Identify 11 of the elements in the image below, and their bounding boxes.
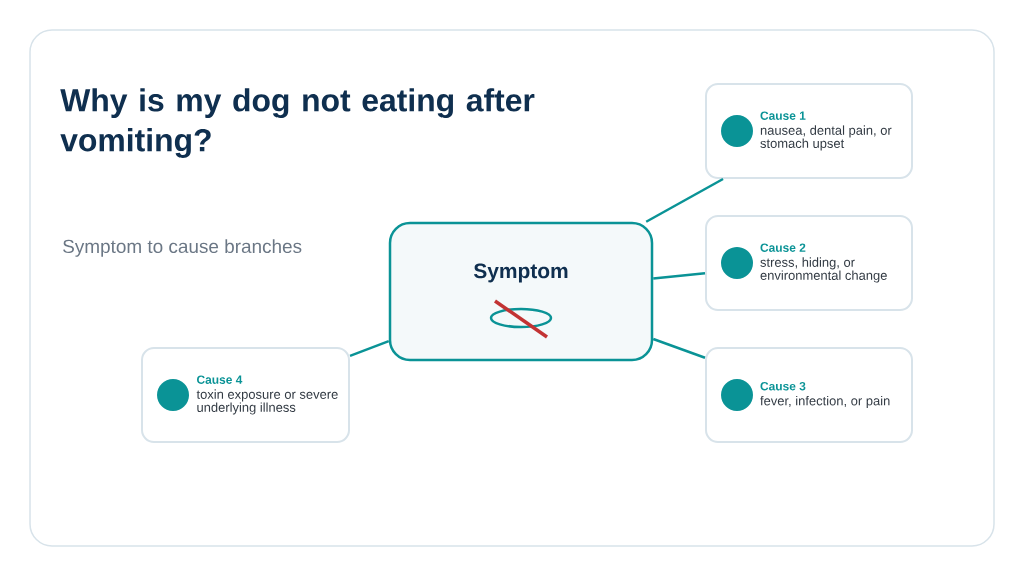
symptom-box: Symptom: [388, 221, 654, 362]
subtitle: Symptom to cause branches: [63, 239, 302, 257]
cause-card: Cause 1 nausea, dental pain, or stomach upset: [705, 83, 913, 179]
connector-line: [645, 177, 724, 223]
cause-card: Cause 2 stress, hiding, or environmental change: [705, 215, 913, 311]
title: Why is my dog not eating after vomiting?: [60, 88, 535, 158]
cause-card: Cause 4 toxin exposure or severe underlying illness: [141, 347, 350, 443]
connector-line: [349, 340, 390, 358]
connector-line: [653, 272, 706, 280]
cause-card: Cause 3 fever, infection, or pain: [705, 347, 913, 443]
connector-line: [652, 337, 706, 359]
